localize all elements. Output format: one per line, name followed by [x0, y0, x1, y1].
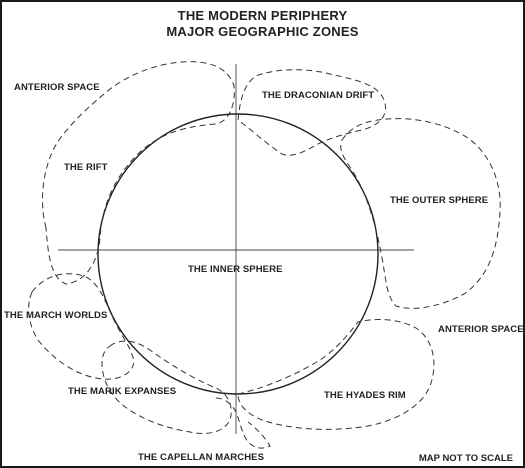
zone-boundary-draconian-drift [237, 69, 386, 156]
zone-boundary-capellan-marches [215, 397, 271, 449]
zone-label-anterior-space-right: ANTERIOR SPACE [438, 324, 524, 335]
zone-boundary-marik-expanses [101, 340, 232, 434]
zone-label-outer-sphere: THE OUTER SPHERE [390, 195, 489, 206]
zone-label-marik-expanses: THE MARIK EXPANSES [68, 386, 177, 397]
zone-boundary-march-worlds [28, 273, 135, 380]
zone-boundary-outer-sphere [340, 118, 501, 309]
zone-label-march-worlds: THE MARCH WORLDS [4, 310, 108, 321]
map-scale-note: MAP NOT TO SCALE [418, 453, 513, 464]
zone-label-capellan-marches: THE CAPELLAN MARCHES [138, 452, 265, 463]
zone-label-the-rift: THE RIFT [64, 162, 108, 173]
zone-label-anterior-space-left: ANTERIOR SPACE [14, 82, 100, 93]
zone-label-hyades-rim: THE HYADES RIM [324, 390, 406, 401]
zone-label-inner-sphere: THE INNER SPHERE [188, 264, 283, 275]
zone-boundary-rift [42, 61, 235, 285]
map-title-line-1: THE MODERN PERIPHERY [177, 8, 348, 23]
zone-label-draconian-drift: THE DRACONIAN DRIFT [262, 90, 375, 101]
map-title-line-2: MAJOR GEOGRAPHIC ZONES [166, 24, 359, 39]
zone-boundary-hyades-rim [237, 319, 435, 430]
inner-sphere-circle [97, 113, 379, 395]
